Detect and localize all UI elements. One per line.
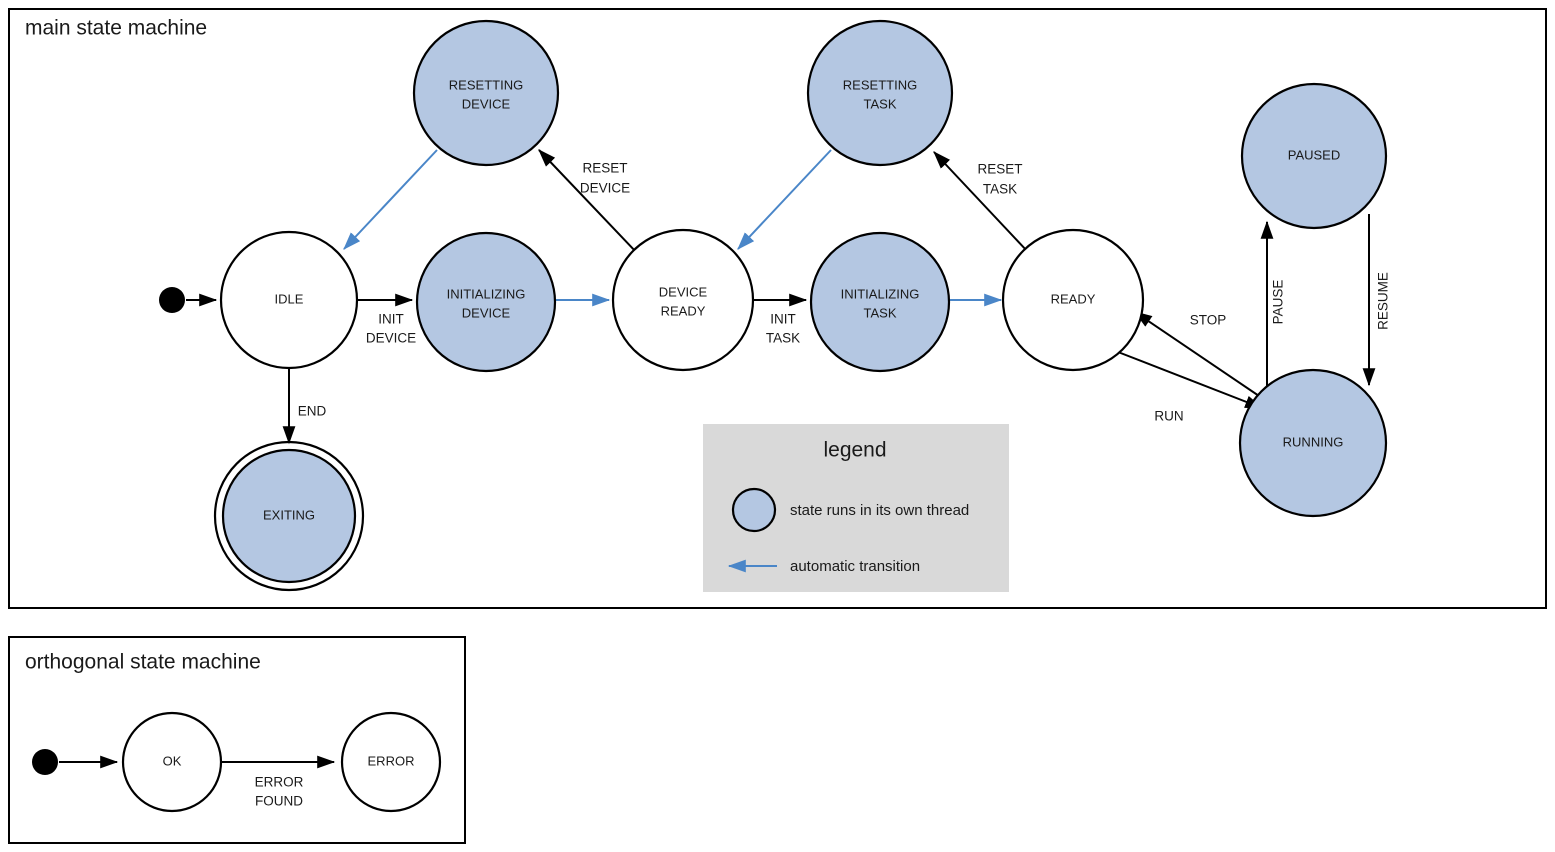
legend-entry-threaded-state: state runs in its own thread <box>731 487 969 533</box>
legend-entry-threaded-state-text: state runs in its own thread <box>790 502 969 519</box>
state-label-initializing-device-line1: INITIALIZING <box>447 286 526 301</box>
state-node-initializing-device[interactable]: INITIALIZING DEVICE <box>415 231 557 373</box>
edge-label-reset-device-line1: RESET <box>582 161 627 176</box>
state-label-idle: IDLE <box>275 291 304 306</box>
initial-state-dot-orthogonal <box>32 749 58 775</box>
state-label-initializing-task-line1: INITIALIZING <box>841 286 920 301</box>
edge-label-init-device-line2: DEVICE <box>366 331 416 346</box>
state-label-paused: PAUSED <box>1288 147 1341 162</box>
state-label-resetting-task-line2: TASK <box>864 96 897 111</box>
edge-label-error-found-line1: ERROR <box>255 775 304 790</box>
state-label-ok: OK <box>163 753 182 768</box>
edge-label-error-found-line2: FOUND <box>255 794 303 809</box>
edge-label-reset-task-line1: RESET <box>977 162 1022 177</box>
edge-label-run: RUN <box>1154 409 1183 424</box>
transition-ready-run: RUN <box>1117 351 1264 424</box>
state-node-ok[interactable]: OK <box>121 711 223 813</box>
state-label-error: ERROR <box>368 753 415 768</box>
state-label-device-ready-line1: DEVICE <box>659 284 708 299</box>
edge-label-reset-device-line2: DEVICE <box>580 181 630 196</box>
legend-title: legend <box>823 439 886 462</box>
state-node-resetting-device[interactable]: RESETTING DEVICE <box>412 19 560 167</box>
state-node-resetting-task[interactable]: RESETTING TASK <box>806 19 954 167</box>
state-label-initializing-device-line2: DEVICE <box>462 305 511 320</box>
transition-deviceready-resetdev: RESET DEVICE <box>538 149 638 254</box>
state-label-exiting: EXITING <box>263 507 315 522</box>
state-node-error[interactable]: ERROR <box>340 711 442 813</box>
edge-label-pause: PAUSE <box>1271 280 1286 325</box>
state-label-resetting-device-line1: RESETTING <box>449 77 523 92</box>
state-node-device-ready[interactable]: DEVICE READY <box>611 228 755 372</box>
main-frame-title: main state machine <box>25 17 207 40</box>
orthogonal-frame-title: orthogonal state machine <box>25 651 261 674</box>
state-label-resetting-task-line1: RESETTING <box>843 77 917 92</box>
transition-resetdev-idle <box>343 149 438 250</box>
state-node-initializing-task[interactable]: INITIALIZING TASK <box>809 231 951 373</box>
edge-label-reset-task-line2: TASK <box>983 182 1017 197</box>
legend-panel: legend state runs in its own thread auto… <box>703 424 1009 592</box>
state-label-running: RUNNING <box>1283 434 1344 449</box>
transition-running-stop: STOP <box>1134 311 1263 399</box>
transition-paused-resume: RESUME <box>1362 214 1391 387</box>
legend-blue-circle-icon <box>731 487 777 533</box>
transition-ready-resettask: RESET TASK <box>933 151 1029 253</box>
state-label-ready: READY <box>1051 291 1096 306</box>
edge-label-init-task-line1: INIT <box>770 312 796 327</box>
transition-idle-end: END <box>282 368 327 445</box>
legend-entry-automatic-transition: automatic transition <box>727 558 920 575</box>
edge-label-end: END <box>298 404 327 419</box>
transition-deviceready-inittask: INIT TASK <box>753 293 808 346</box>
state-node-running[interactable]: RUNNING <box>1238 368 1388 518</box>
edge-label-init-device-line1: INIT <box>378 312 404 327</box>
state-node-exiting[interactable]: EXITING <box>213 440 365 592</box>
edge-label-stop: STOP <box>1190 313 1227 328</box>
state-label-initializing-task-line2: TASK <box>864 305 897 320</box>
state-node-paused[interactable]: PAUSED <box>1240 82 1388 230</box>
state-label-resetting-device-line2: DEVICE <box>462 96 511 111</box>
transition-idle-init-device: INIT DEVICE <box>357 293 416 346</box>
edge-label-init-task-line2: TASK <box>766 331 800 346</box>
legend-entry-automatic-transition-text: automatic transition <box>790 558 920 575</box>
state-label-device-ready-line2: READY <box>661 303 706 318</box>
initial-state-dot-main <box>159 287 185 313</box>
edge-label-resume: RESUME <box>1376 272 1391 330</box>
state-node-idle[interactable]: IDLE <box>219 230 359 370</box>
final-state-outer-ring <box>213 440 365 592</box>
state-node-ready[interactable]: READY <box>1001 228 1145 372</box>
transition-running-pause: PAUSE <box>1260 220 1286 393</box>
transition-resettask-deviceready <box>737 149 832 250</box>
transition-ok-error: ERROR FOUND <box>222 755 336 809</box>
